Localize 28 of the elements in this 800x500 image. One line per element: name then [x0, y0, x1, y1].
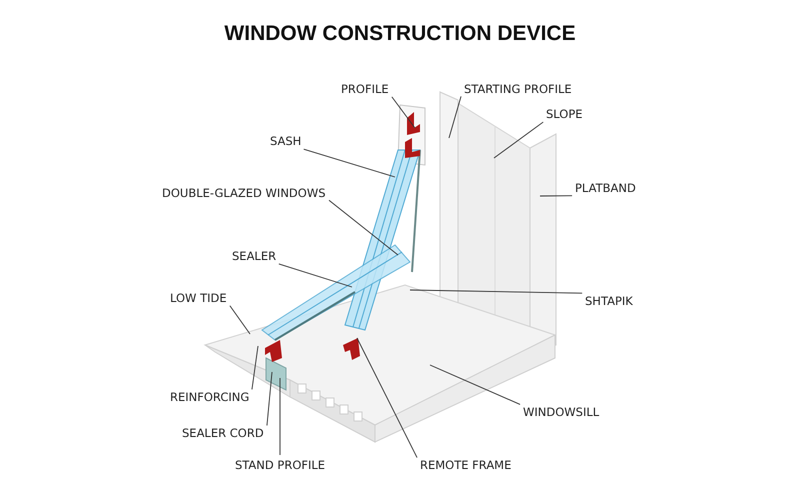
part-label: SASH — [270, 134, 302, 148]
leader-line — [266, 372, 272, 426]
part-label: DOUBLE-GLAZED WINDOWS — [162, 186, 326, 200]
part-label: LOW TIDE — [170, 291, 227, 305]
leader-line — [356, 338, 418, 458]
leader-line — [278, 263, 352, 288]
part-label: STAND PROFILE — [235, 458, 326, 472]
leader-line — [303, 148, 396, 178]
part-label: WINDOWSILL — [523, 405, 600, 419]
part-label: REMOTE FRAME — [420, 458, 512, 472]
part-label: SEALER — [232, 249, 276, 263]
part-label: SEALER CORD — [182, 426, 264, 440]
part-label: STARTING PROFILE — [464, 82, 572, 96]
leader-line — [448, 96, 462, 138]
leader-line — [430, 364, 520, 405]
leader-line — [328, 200, 398, 256]
part-label: SHTAPIK — [585, 294, 633, 308]
leader-line — [391, 96, 416, 128]
leader-line — [229, 305, 250, 334]
diagram-title: WINDOW CONSTRUCTION DEVICE — [223, 22, 577, 46]
leader-line — [410, 290, 583, 294]
part-label: SLOPE — [546, 107, 583, 121]
part-label: PLATBAND — [575, 181, 636, 195]
leader-line — [540, 195, 573, 196]
leader-line — [252, 346, 258, 390]
part-label: PROFILE — [341, 82, 389, 96]
leader-line — [494, 122, 544, 158]
part-label: REINFORCING — [170, 390, 250, 404]
